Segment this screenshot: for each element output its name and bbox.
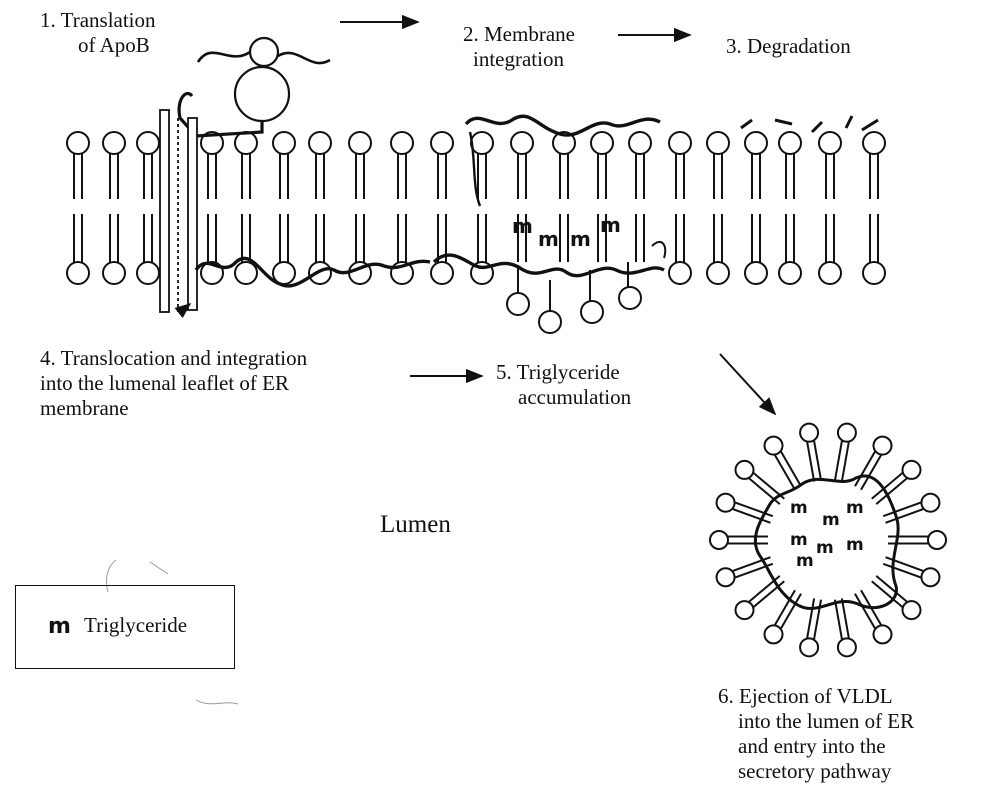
svg-text:m: m bbox=[822, 510, 840, 530]
step-2-label: 2. Membrane integration bbox=[463, 22, 575, 72]
svg-text:m: m bbox=[570, 227, 591, 251]
step-5-label: 5. Triglyceride accumulation bbox=[496, 360, 631, 410]
tg-symbols-membrane: m m m m bbox=[512, 213, 621, 251]
step-4-label: 4. Translocation and integration into th… bbox=[40, 346, 307, 421]
svg-text:m: m bbox=[796, 551, 814, 571]
lumen-label: Lumen bbox=[380, 510, 451, 540]
triglyceride-symbol: m bbox=[48, 614, 71, 639]
svg-text:m: m bbox=[816, 538, 834, 558]
phospholipid-pair bbox=[67, 132, 89, 284]
vldl-lipid bbox=[800, 424, 821, 482]
vldl-lipid bbox=[883, 494, 939, 523]
phospholipid-pair bbox=[349, 132, 371, 284]
vldl-lipid bbox=[765, 590, 802, 643]
svg-text:m: m bbox=[846, 535, 864, 555]
phospholipid-pair bbox=[137, 132, 159, 284]
legend: m Triglyceride bbox=[15, 585, 235, 669]
vldl-lipid bbox=[717, 494, 773, 523]
phospholipid-pair bbox=[707, 132, 729, 284]
svg-text:m: m bbox=[600, 213, 621, 237]
phospholipid-pair bbox=[309, 132, 331, 284]
phospholipid-pair bbox=[273, 132, 295, 284]
vldl-lipid bbox=[835, 424, 856, 482]
legend-label: Triglyceride bbox=[84, 613, 187, 638]
step-1-label: 1. Translation of ApoB bbox=[40, 8, 156, 58]
phospholipid-pair bbox=[669, 132, 691, 284]
vldl-lipid bbox=[710, 531, 768, 549]
phospholipid-pair bbox=[863, 132, 885, 284]
ribosome bbox=[179, 38, 330, 136]
tg-symbols-vldl: m m m m m m m bbox=[790, 498, 864, 571]
svg-text:m: m bbox=[538, 227, 559, 251]
phospholipid-pair bbox=[201, 132, 223, 284]
step-6-label: 6. Ejection of VLDL into the lumen of ER… bbox=[718, 684, 914, 784]
vldl-lipid bbox=[765, 437, 802, 490]
phospholipid-pair bbox=[511, 132, 533, 262]
translocon-channel bbox=[160, 110, 197, 312]
phospholipid-pair bbox=[591, 132, 613, 262]
svg-text:m: m bbox=[790, 498, 808, 518]
phospholipid-pair bbox=[629, 132, 651, 262]
phospholipid-pair bbox=[391, 132, 413, 284]
svg-text:m: m bbox=[512, 214, 533, 238]
phospholipid-pair bbox=[745, 132, 767, 284]
apob-chain-tg-pocket bbox=[434, 255, 664, 276]
vldl-lipid bbox=[855, 437, 892, 490]
svg-text:m: m bbox=[846, 498, 864, 518]
degradation-fragments bbox=[741, 116, 878, 132]
vldl-lipid bbox=[835, 598, 856, 656]
phospholipid-pair bbox=[779, 132, 801, 284]
step-3-label: 3. Degradation bbox=[726, 34, 851, 59]
phospholipid-pair bbox=[819, 132, 841, 284]
phospholipid-pair bbox=[103, 132, 125, 284]
vldl-lipid bbox=[855, 590, 892, 643]
svg-text:m: m bbox=[790, 530, 808, 550]
